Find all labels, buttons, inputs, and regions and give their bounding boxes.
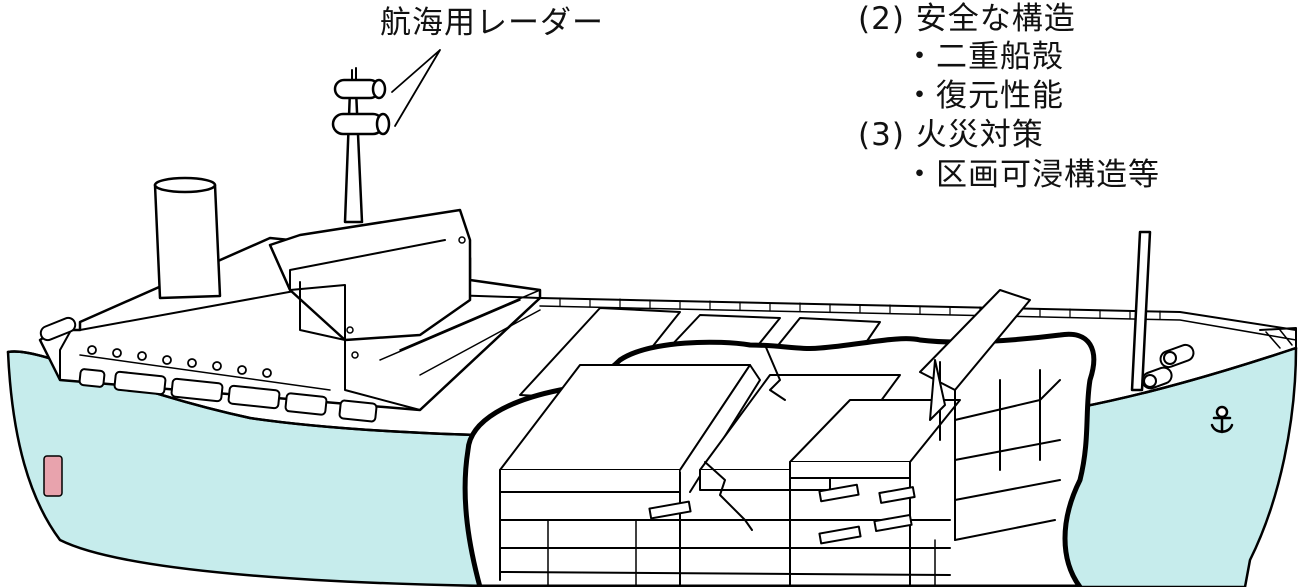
radar-leader-lines: [391, 49, 441, 127]
item-stability: ・復元性能: [904, 78, 1064, 114]
item-double-hull: ・二重船殻: [904, 39, 1064, 75]
item-compartment: ・区画可浸構造等: [904, 157, 1160, 193]
section-safe-structure: (2) 安全な構造: [858, 1, 1076, 37]
radar-label: 航海用レーダー: [380, 5, 604, 41]
rudder: [43, 455, 63, 497]
radar-units: [331, 78, 391, 136]
anchor-icon: [1210, 405, 1234, 434]
section-fire-measures: (3) 火災対策: [858, 117, 1044, 153]
